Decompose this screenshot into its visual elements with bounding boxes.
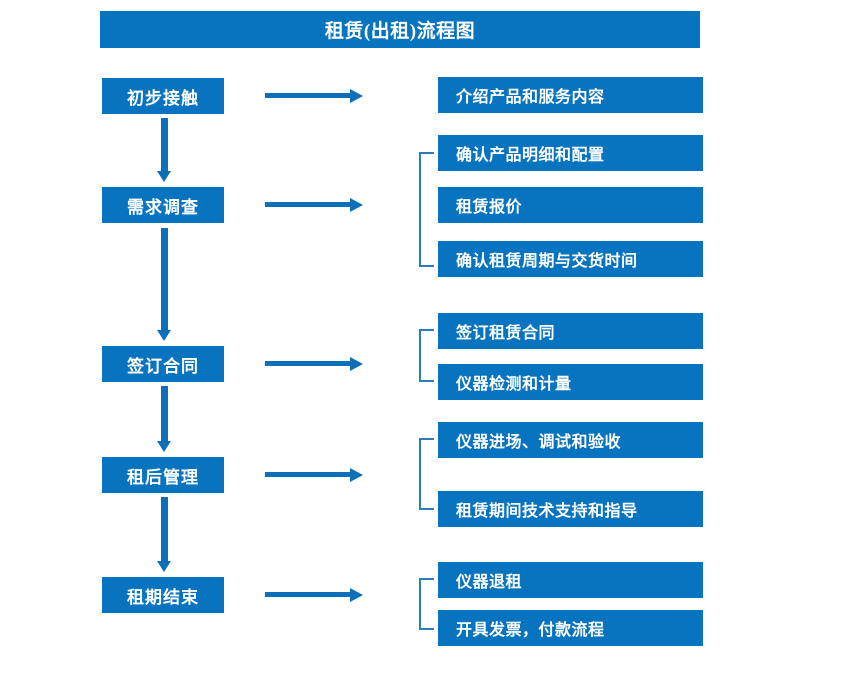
detail-box-3[interactable]: 租赁报价 [438,187,703,223]
detail-box-7[interactable]: 仪器进场、调试和验收 [438,422,703,458]
stage-box-1[interactable]: 初步接触 [102,78,224,114]
stage-box-4[interactable]: 租后管理 [102,457,224,493]
detail-box-10[interactable]: 开具发票，付款流程 [438,610,703,646]
stage-box-3[interactable]: 签订合同 [102,346,224,382]
down-arrow-icon-3 [155,386,173,452]
right-arrow-icon-4 [265,468,363,482]
right-arrow-icon-1 [265,89,363,103]
group-bracket-icon-4 [419,438,434,510]
group-bracket-icon-3 [419,329,434,382]
detail-box-9[interactable]: 仪器退租 [438,562,703,598]
down-arrow-icon-1 [155,118,173,182]
detail-box-1[interactable]: 介绍产品和服务内容 [438,77,703,113]
stage-box-5[interactable]: 租期结束 [102,577,224,613]
detail-box-8[interactable]: 租赁期间技术支持和指导 [438,491,703,527]
detail-box-5[interactable]: 签订租赁合同 [438,313,703,349]
detail-box-6[interactable]: 仪器检测和计量 [438,364,703,400]
right-arrow-icon-2 [265,198,363,212]
down-arrow-icon-2 [155,228,173,341]
right-arrow-icon-5 [265,588,363,602]
detail-box-4[interactable]: 确认租赁周期与交货时间 [438,241,703,277]
group-bracket-icon-5 [419,578,434,630]
chart-title: 租赁(出租)流程图 [100,11,700,48]
stage-box-2[interactable]: 需求调查 [102,187,224,223]
detail-box-2[interactable]: 确认产品明细和配置 [438,135,703,171]
right-arrow-icon-3 [265,357,363,371]
group-bracket-icon-2 [419,152,434,267]
down-arrow-icon-4 [155,497,173,572]
